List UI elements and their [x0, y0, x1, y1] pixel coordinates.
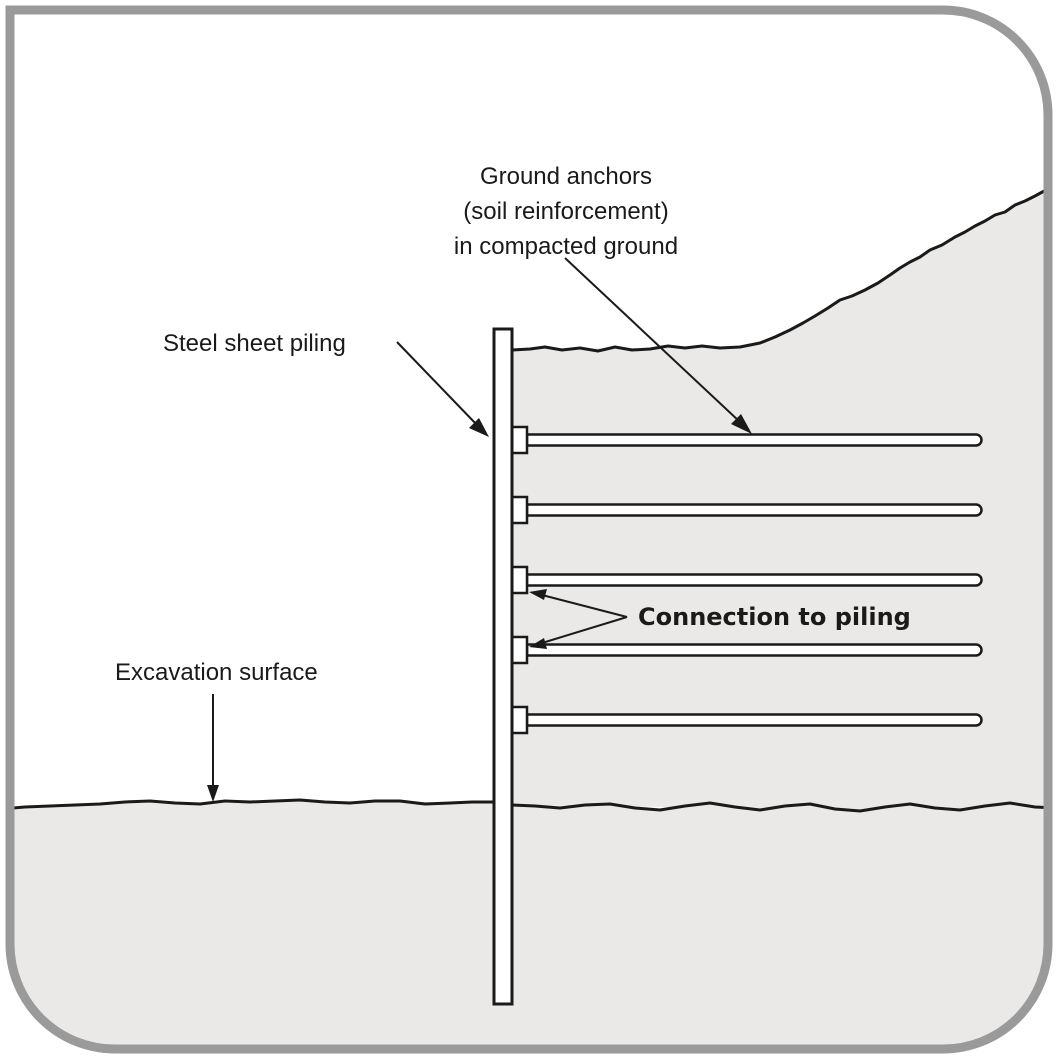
- ground-anchors: [510, 425, 983, 735]
- excavation-surface-label: Excavation surface: [115, 659, 318, 686]
- anchor-rod: [525, 713, 983, 727]
- anchor-rod: [525, 643, 983, 657]
- anchor-rod: [525, 573, 983, 587]
- excavation-arrowhead: [207, 785, 219, 802]
- anchor-connection-plate: [510, 635, 529, 665]
- excavation-ground-line: [10, 798, 1048, 813]
- retained-ground-line: [511, 184, 1048, 353]
- diagram-frame: [5, 5, 1053, 1054]
- ground-anchors-arrowhead: [731, 414, 752, 434]
- connection-arrowhead-lower: [529, 638, 547, 649]
- anchor-rod: [525, 433, 983, 447]
- anchor-connection-plate: [510, 425, 529, 455]
- piling-arrowhead: [469, 418, 489, 437]
- anchor-rod: [525, 503, 983, 517]
- connection-arrowhead-upper: [529, 589, 547, 600]
- diagram-content: Ground anchors (soil reinforcement) in c…: [10, 163, 1048, 1049]
- connection-leader-lower: [541, 616, 628, 644]
- ground-anchors-label-line2: (soil reinforcement): [463, 198, 668, 225]
- connection-leader-upper: [541, 594, 628, 618]
- anchor-connection-plate: [510, 565, 529, 595]
- connection-to-piling-label: Connection to piling: [638, 603, 911, 631]
- steel-sheet-pile: [492, 327, 514, 1006]
- ground-anchors-leader: [564, 257, 741, 423]
- excavation-ground: [10, 800, 1048, 1049]
- ground-anchors-label-line1: Ground anchors: [480, 163, 652, 190]
- anchor-connection-plate: [510, 705, 529, 735]
- ground-anchors-label: Ground anchors (soil reinforcement) in c…: [454, 163, 678, 260]
- leader-arrows: [207, 257, 752, 802]
- piling-leader: [396, 341, 479, 427]
- steel-sheet-piling-label: Steel sheet piling: [163, 330, 346, 357]
- ground-anchors-label-line3: in compacted ground: [454, 233, 678, 260]
- anchor-connection-plate: [510, 495, 529, 525]
